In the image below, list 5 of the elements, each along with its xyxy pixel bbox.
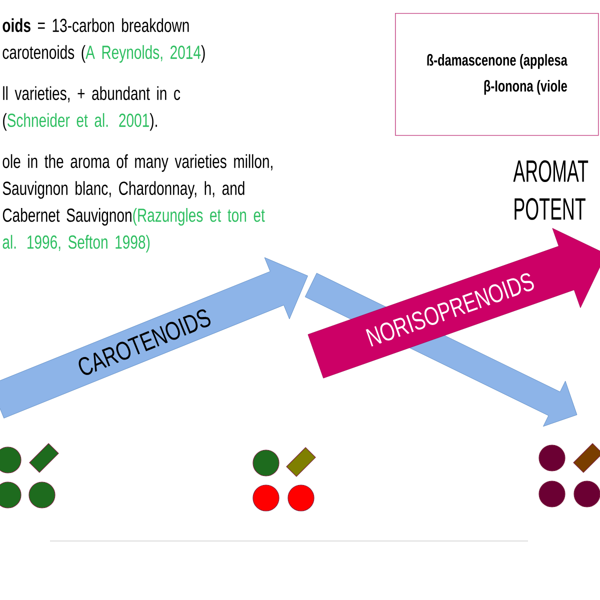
bullet-text: oids = 13-carbon breakdown carotenoids (A Reynolds, 2014) bbox=[2, 18, 205, 63]
bullet-text: ll varieties, + abundant in c (Schneider et al. 2001). bbox=[3, 86, 180, 131]
text-box: ß-damascenone (applesa β-Ionona (viole bbox=[395, 13, 599, 136]
heading-text: AROMAT POTENT bbox=[513, 160, 588, 220]
bullet-text: ole in the aroma of many varieties millon, Sauvignon blanc, Chardonnay, h, and Cabernet Sauvignon(Razungles et ton et al. 1996, Sefton 1998) bbox=[2, 154, 272, 253]
